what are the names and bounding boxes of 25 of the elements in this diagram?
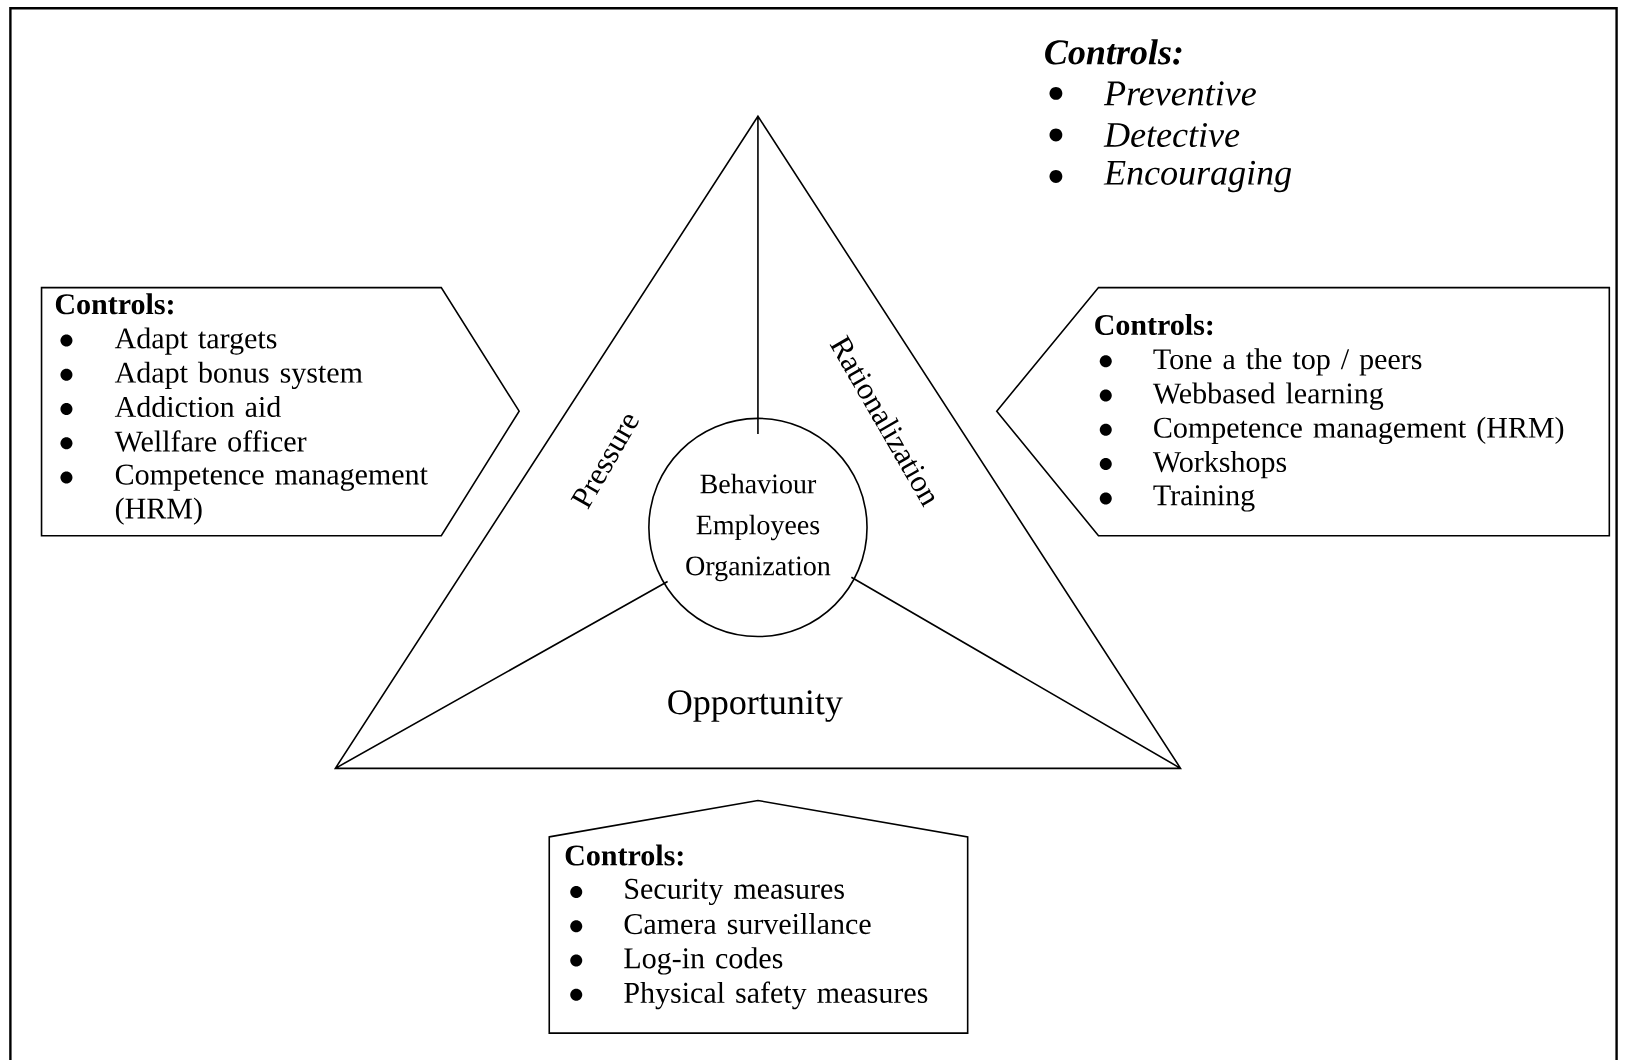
list-item: Camera surveillance bbox=[624, 913, 871, 935]
list-item: Adapt bonus system bbox=[114, 361, 363, 389]
list-item: Wellfare officer bbox=[114, 430, 307, 452]
list-item: Competence management (HRM) bbox=[1154, 416, 1564, 444]
box-heading: Controls: bbox=[55, 293, 173, 315]
bullet-item: Preventive bbox=[1103, 81, 1256, 106]
list-item: Tone a the top / peers bbox=[1153, 348, 1422, 376]
list-item: Log-in codes bbox=[624, 947, 783, 975]
right-arrow-box bbox=[995, 286, 1611, 537]
bullet-item: Encouraging bbox=[1103, 160, 1292, 193]
list-item: Addiction aid bbox=[114, 396, 281, 418]
house-box bbox=[548, 799, 969, 1034]
box-heading: Controls: bbox=[565, 844, 683, 866]
heading: Controls: bbox=[1045, 39, 1182, 65]
list-item: Adapt targets bbox=[114, 327, 277, 355]
list-item: Physical safety measures bbox=[624, 981, 928, 1010]
box-heading: Controls: bbox=[1095, 313, 1213, 336]
left-arrow-box bbox=[40, 286, 521, 537]
list-item: Webbased learning bbox=[1152, 382, 1384, 410]
list-item: Training bbox=[1153, 485, 1255, 512]
bullet-item: Detective bbox=[1103, 122, 1240, 148]
list-item: Security measures bbox=[625, 878, 844, 906]
list-item: Competence management (HRM) bbox=[115, 464, 428, 525]
region-label: Opportunity bbox=[668, 690, 843, 722]
list-item: Workshops bbox=[1152, 451, 1287, 479]
